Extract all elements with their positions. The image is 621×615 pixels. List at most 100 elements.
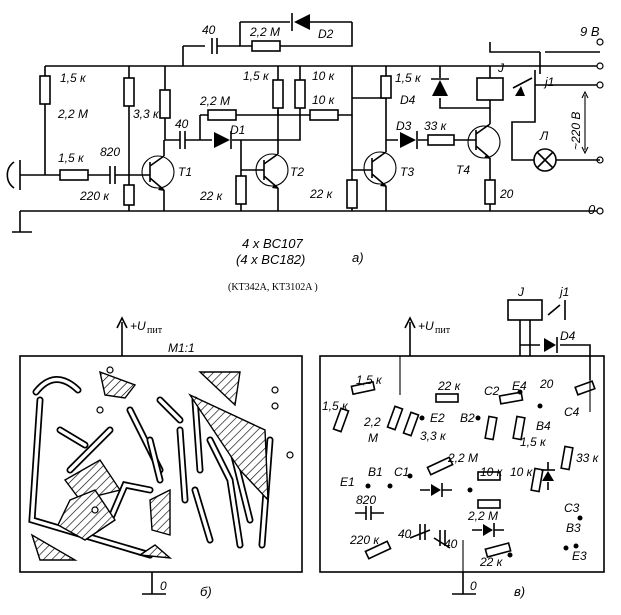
resistor-r9 (294, 79, 306, 109)
label-r15: 20 (499, 187, 514, 201)
caption-a: а) (352, 250, 364, 265)
label-c-r1: 1,5 к (356, 373, 383, 387)
diode-d3 (386, 131, 428, 149)
label-r8: 1,5 к (243, 69, 270, 83)
board-outline-b (19, 355, 303, 573)
diode-d1 (200, 131, 265, 149)
label-c-r9: 2,2 М (447, 451, 478, 465)
board-outline-c (319, 355, 605, 573)
supply-label-b: +U (130, 319, 146, 333)
label-c-r11: 10 к (510, 465, 534, 479)
label-c3: 40 (202, 23, 216, 37)
label-c-c1: C1 (394, 465, 409, 479)
label-r4: 220 к (79, 189, 110, 203)
resistor-r15 (484, 179, 496, 205)
label-r7: 2,2 М (199, 94, 230, 108)
label-r5: 3,3 к (133, 107, 160, 121)
resistor-r10 (309, 109, 339, 121)
resistor-r12 (346, 179, 358, 209)
label-c-c40a: 40 (398, 527, 412, 541)
label-c-r14: 22 к (479, 555, 504, 569)
supply-sub-b: пит (147, 325, 163, 336)
label-c-b1: B1 (368, 465, 383, 479)
capacitor-c2 (179, 131, 200, 149)
transistor-spec-1: 4 x BC107 (242, 236, 303, 251)
caption-c: в) (514, 584, 525, 599)
label-c-r12: 2,2 М (467, 509, 498, 523)
label-r3: 1,5 к (58, 151, 85, 165)
label-c-c2: C2 (484, 384, 500, 398)
resistor-r5 (159, 89, 171, 119)
terminal-rail (596, 62, 604, 70)
label-mains: ~220 В (569, 112, 583, 150)
label-d3: D3 (396, 119, 412, 133)
label-r2: 2,2 М (57, 107, 88, 121)
label-c-c4: C4 (564, 405, 580, 419)
relay-coil-c (507, 299, 543, 321)
supply-arrow-c (404, 316, 416, 356)
resistor-r6 (251, 40, 281, 52)
transistor-spec-3: (KT342A, KT3102A ) (228, 282, 318, 293)
label-c-b4: B4 (536, 419, 551, 433)
label-c-b3: B3 (566, 521, 581, 535)
lamp-icon (511, 100, 600, 172)
relay-coil (476, 77, 504, 101)
label-c-r8: 33 к (576, 451, 600, 465)
schematic: 1,5 к 2,2 М 1,5 к 220 к 3,3 к 820 40 40 … (6, 13, 604, 293)
label-c-r4: 3,3 к (420, 429, 447, 443)
resistor-r11 (235, 175, 247, 205)
label-c-r13: 220 к (349, 533, 380, 547)
transistor-t3 (360, 140, 397, 211)
diode-d4-c (544, 337, 558, 353)
diode-d4 (431, 66, 490, 109)
caption-b: б) (200, 584, 212, 599)
relay-contact-j1 (512, 70, 600, 100)
label-r13: 1,5 к (395, 71, 422, 85)
label-d4-c: D4 (560, 329, 576, 343)
label-d1: D1 (230, 123, 245, 137)
zero-label-b: 0 (160, 579, 167, 593)
label-r12: 22 к (309, 187, 334, 201)
microphone-icon (6, 160, 40, 233)
label-d4: D4 (400, 93, 416, 107)
label-c-e3: E3 (572, 549, 587, 563)
resistor-r4 (123, 184, 135, 206)
label-c-e2: E2 (430, 411, 445, 425)
label-relay: J (497, 61, 505, 75)
ground-c (452, 572, 476, 595)
label-c-c820: 820 (356, 493, 376, 507)
supply-sub-c: пит (435, 325, 451, 336)
label-r10: 10 к (312, 93, 336, 107)
label-zero: 0 (588, 202, 596, 217)
terminal-zero (596, 207, 604, 215)
label-c-c40b: 40 (444, 537, 458, 551)
diode-d1-c (420, 483, 452, 497)
label-c-r3b: М (368, 431, 378, 445)
transistor-t2 (241, 110, 289, 211)
label-lamp: Л (539, 129, 549, 143)
label-r9: 10 к (312, 69, 336, 83)
label-t2: T2 (290, 165, 304, 179)
diode-d4b-c (541, 462, 555, 490)
resistor-r13 (380, 75, 392, 99)
resistor-r7 (207, 109, 237, 121)
label-d2: D2 (318, 27, 334, 41)
label-c-c3: C3 (564, 501, 580, 515)
label-r11: 22 к (199, 189, 224, 203)
label-c-r3: 2,2 (363, 415, 381, 429)
terminal-9v (596, 38, 604, 46)
label-c-r5: 22 к (437, 379, 462, 393)
transistor-spec-2: (4 x BC182) (236, 252, 305, 267)
transistor-t1 (130, 140, 175, 211)
diode-d2 (240, 13, 352, 31)
label-c-r2: 1,5 к (322, 399, 349, 413)
label-c-r7: 1,5 к (520, 435, 547, 449)
transistor-t4 (454, 100, 501, 180)
resistor-r3 (59, 169, 89, 181)
label-c-r10: 10 к (480, 465, 504, 479)
resistor-r2 (123, 77, 135, 107)
label-contact: j1 (543, 75, 554, 89)
label-supply-9v: 9 В (580, 24, 600, 39)
label-r14: 33 к (424, 119, 448, 133)
